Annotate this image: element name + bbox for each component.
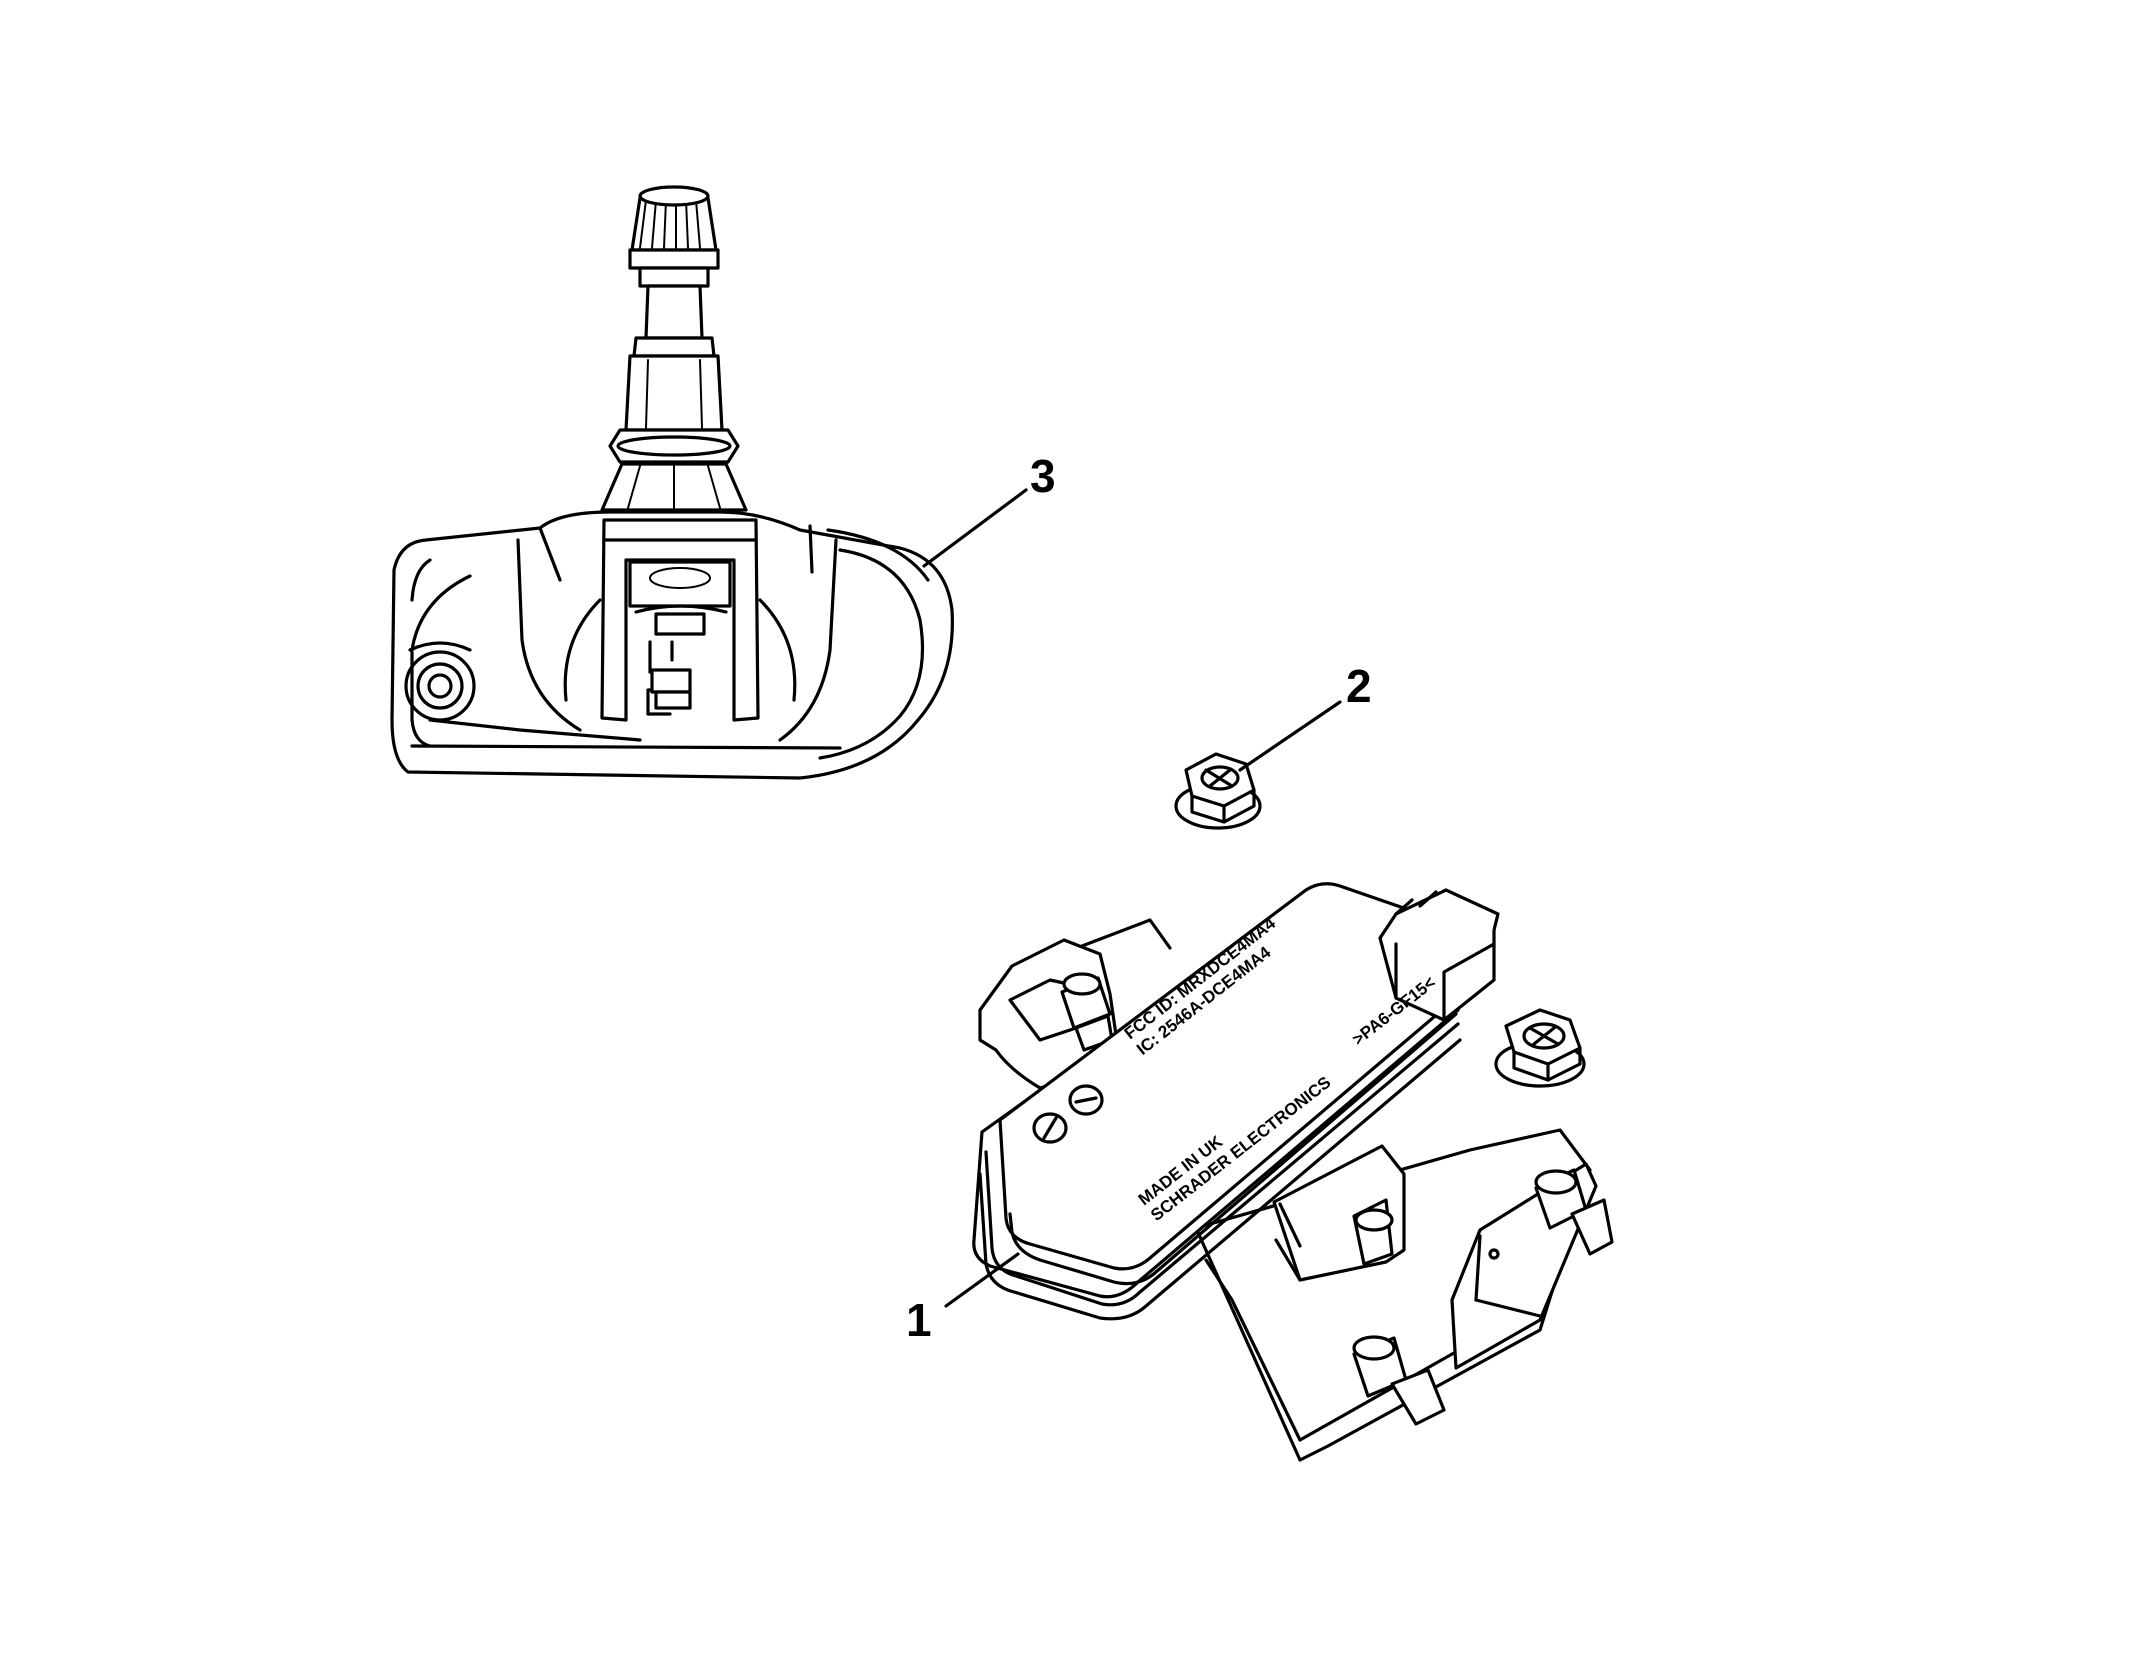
- flange-nut-icon: [1174, 752, 1262, 830]
- leader-line-1: [944, 1252, 1020, 1308]
- callout-1: 1: [906, 1294, 932, 1346]
- callout-3: 3: [1030, 450, 1056, 502]
- callout-2: 2: [1346, 660, 1372, 712]
- tire-pressure-sensor-icon: [390, 185, 954, 780]
- leader-line-3: [922, 488, 1028, 568]
- leader-line-2: [1238, 700, 1342, 772]
- module-receiver-icon: FCC ID: MRXDCE4MA4 IC: 2546A-DCE4MA4 MAD…: [972, 882, 1614, 1462]
